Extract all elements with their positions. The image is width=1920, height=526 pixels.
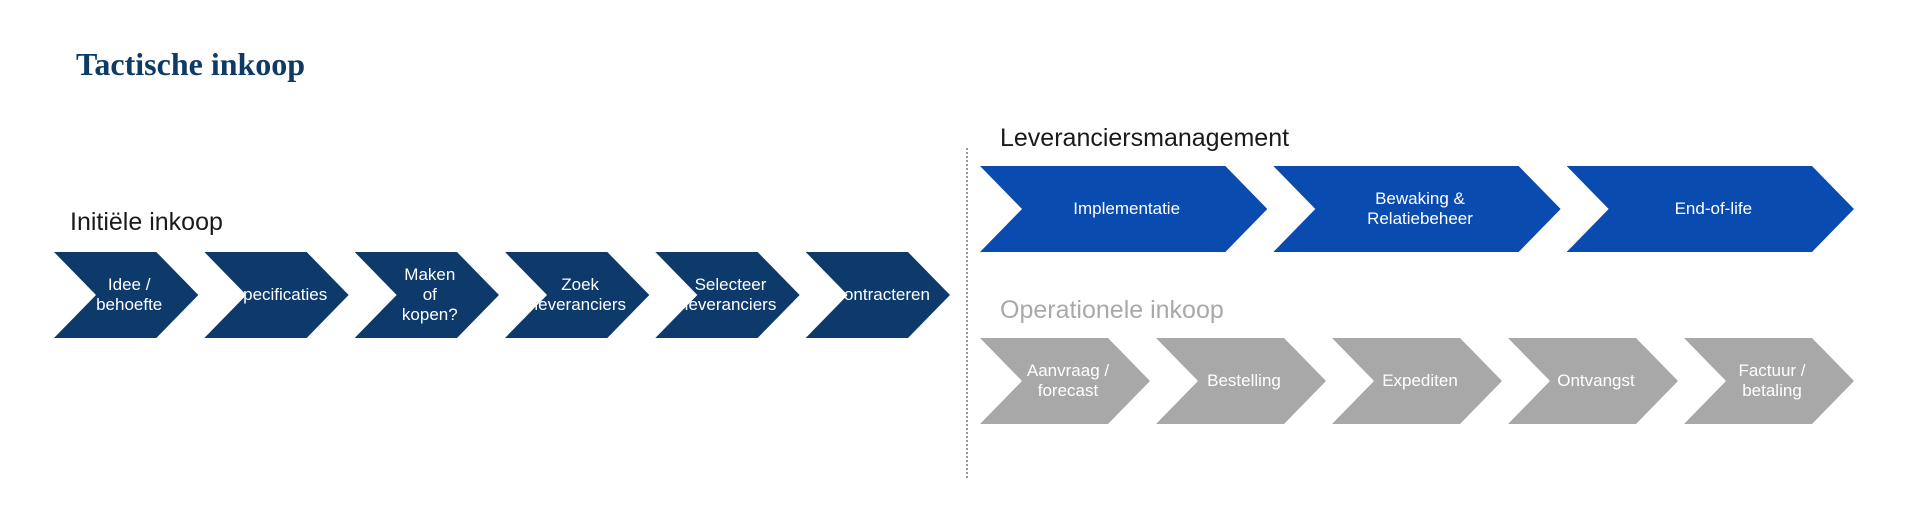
operationeel-step-ontvangst[interactable]: Ontvangst — [1508, 338, 1678, 424]
page-title: Tactische inkoop — [76, 46, 306, 82]
initial-step-selecteer-leveranciers[interactable]: Selecteer leveranciers — [655, 252, 799, 338]
initial-step-label: Selecteer leveranciers — [684, 275, 777, 314]
section-divider — [966, 148, 968, 478]
operationeel-step-factuur-betaling[interactable]: Factuur / betaling — [1684, 338, 1854, 424]
leverancier-step-label: Implementatie — [1073, 199, 1181, 218]
initial-step-label: Specificaties — [231, 285, 328, 304]
leverancier-step-implementatie[interactable]: Implementatie — [980, 166, 1267, 252]
operationeel-step-label: Bestelling — [1207, 371, 1281, 390]
initial-step-label: Idee / behoefte — [96, 275, 163, 314]
operationeel-step-aanvraag-forecast[interactable]: Aanvraag / forecast — [980, 338, 1150, 424]
operationeel-step-label: Aanvraag / forecast — [1026, 361, 1110, 400]
leverancier-step-bewaking-relatiebeheer[interactable]: Bewaking & Relatiebeheer — [1273, 166, 1560, 252]
leveranciersmanagement-label: Leveranciersmanagement — [1000, 124, 1290, 152]
initial-step-zoek-leveranciers[interactable]: Zoek leveranciers — [505, 252, 649, 338]
operationeel-step-expediten[interactable]: Expediten — [1332, 338, 1502, 424]
initial-step-maken-of-kopen[interactable]: Maken of kopen? — [355, 252, 499, 338]
leverancier-step-label: Bewaking & Relatiebeheer — [1367, 189, 1473, 228]
operationele-inkoop-process: Aanvraag / forecast Bestelling Expediten On… — [980, 338, 1854, 424]
initial-inkoop-process: Idee / behoefte Specificaties Maken of kop… — [54, 252, 950, 338]
operationele-inkoop-label: Operationele inkoop — [1000, 296, 1224, 324]
leverancier-step-end-of-life[interactable]: End-of-life — [1567, 166, 1854, 252]
initial-step-idee-behoefte[interactable]: Idee / behoefte — [54, 252, 198, 338]
initial-step-label: Maken of kopen? — [401, 265, 458, 324]
initial-step-label: Contracteren — [831, 285, 930, 304]
operationeel-step-label: Expediten — [1382, 371, 1458, 390]
leverancier-step-label: End-of-life — [1674, 199, 1753, 218]
initial-step-label: Zoek leveranciers — [534, 275, 626, 314]
operationeel-step-bestelling[interactable]: Bestelling — [1156, 338, 1326, 424]
operationeel-step-label: Ontvangst — [1557, 371, 1635, 390]
leveranciersmanagement-process: Implementatie Bewaking & Relatiebeheer End… — [980, 166, 1854, 252]
initial-inkoop-label: Initiële inkoop — [70, 208, 223, 236]
initial-step-contracteren[interactable]: Contracteren — [806, 252, 950, 338]
initial-step-specificaties[interactable]: Specificaties — [204, 252, 348, 338]
operationeel-step-label: Factuur / betaling — [1738, 361, 1806, 400]
